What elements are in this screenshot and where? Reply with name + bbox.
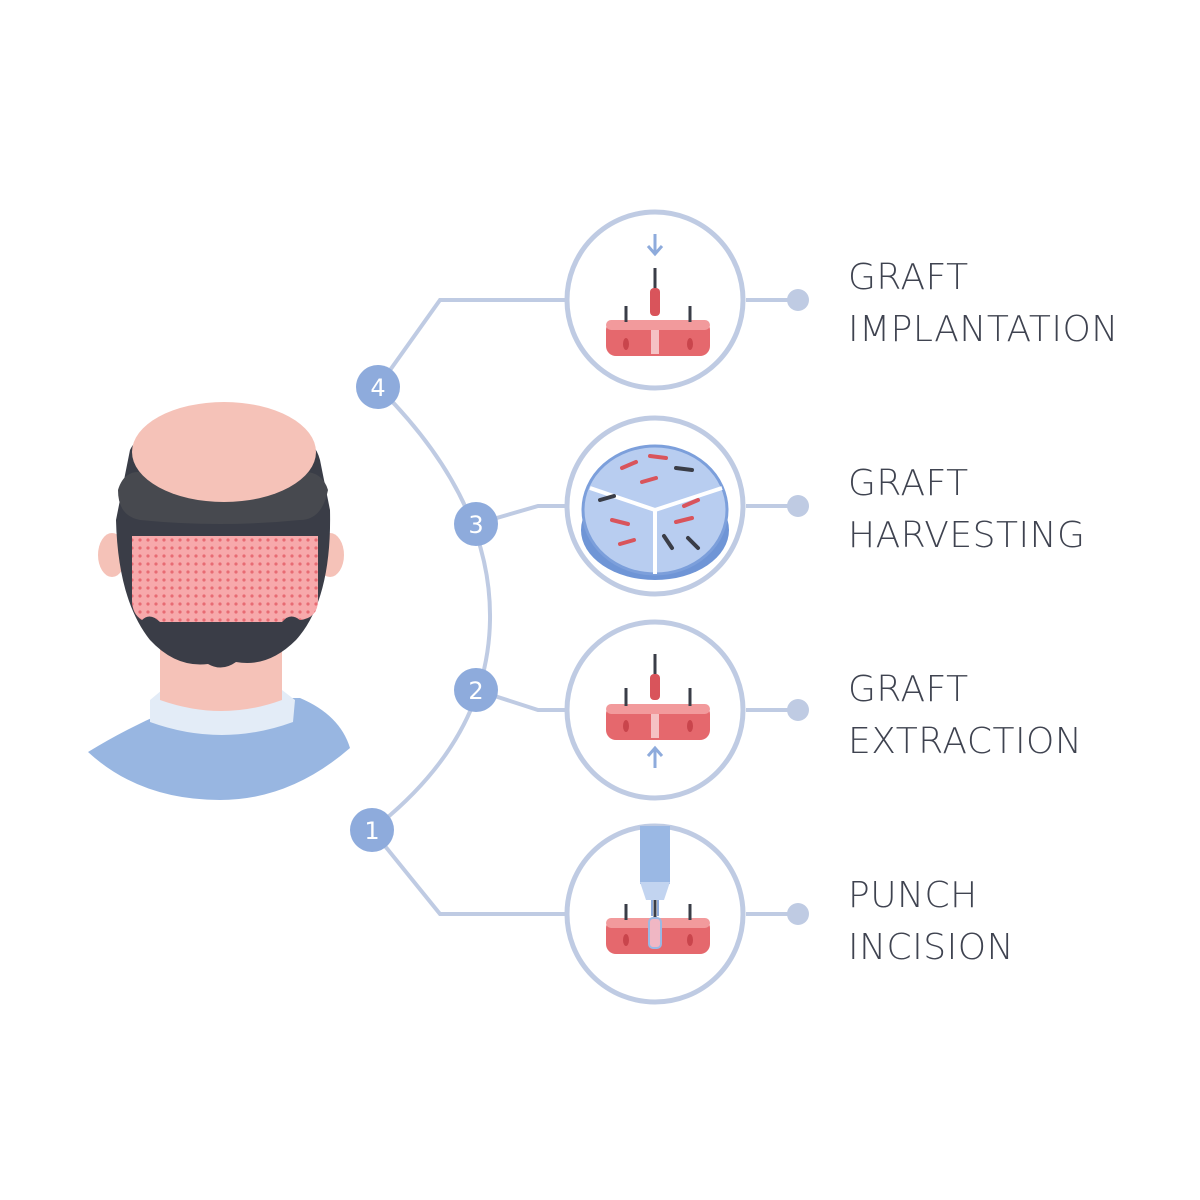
connectors (370, 298, 798, 916)
step-4-label-line1: GRAFT (848, 257, 969, 298)
step-2-node: 2 (454, 668, 498, 712)
punch-incision-icon (606, 826, 710, 954)
step-1-label-line2: INCISION (848, 927, 1015, 968)
step-4-dot (787, 289, 809, 311)
connector-4 (376, 298, 568, 389)
step-1-dot (787, 903, 809, 925)
step-4-node: 4 (356, 365, 400, 409)
step-2-label-line1: GRAFT (848, 669, 969, 710)
step-3-label: GRAFT HARVESTING (848, 458, 1188, 562)
step-4-label: GRAFT IMPLANTATION (848, 252, 1188, 356)
step-1-label: PUNCH INCISION (848, 870, 1188, 974)
step-3-label-line2: HARVESTING (848, 515, 1086, 556)
step-4-number: 4 (370, 374, 385, 402)
step-4-label-line2: IMPLANTATION (848, 309, 1119, 350)
step-3-label-line1: GRAFT (848, 463, 969, 504)
step-2-dot (787, 699, 809, 721)
step-2-number: 2 (468, 677, 483, 705)
bald-crown (132, 402, 316, 502)
graft-implantation-icon (606, 234, 710, 356)
connector-1 (370, 828, 568, 916)
step-1-number: 1 (364, 817, 379, 845)
step-3-dot (787, 495, 809, 517)
petri-dish-icon (581, 444, 729, 580)
patient-head-icon (88, 402, 350, 800)
step-1-label-line1: PUNCH (848, 875, 978, 916)
step-1-node: 1 (350, 808, 394, 852)
step-2-label-line2: EXTRACTION (848, 721, 1083, 762)
step-3-node: 3 (454, 502, 498, 546)
step-2-label: GRAFT EXTRACTION (848, 664, 1188, 768)
timeline-arc (370, 385, 493, 832)
step-3-number: 3 (468, 511, 483, 539)
graft-extraction-icon (606, 654, 710, 768)
